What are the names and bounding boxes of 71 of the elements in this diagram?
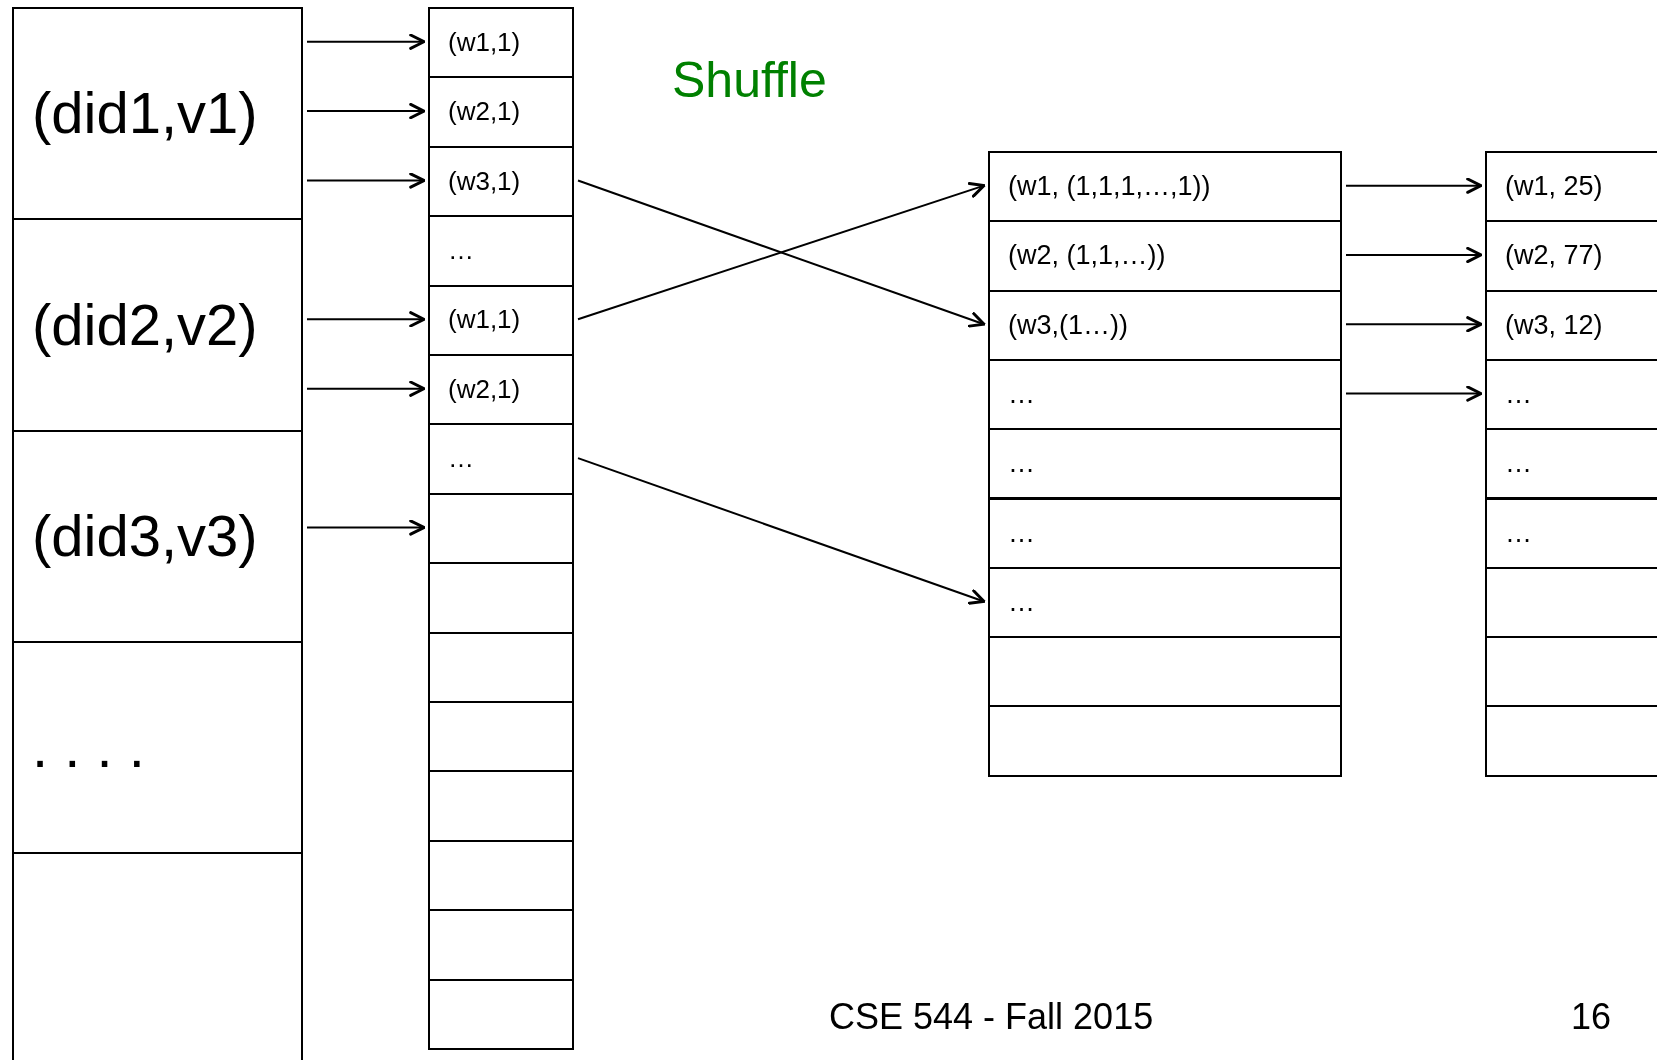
table-cell [988,151,1342,223]
table-cell [988,566,1342,639]
table-cell [428,423,574,495]
cell-text: (w1,1) [448,27,521,58]
footer-text: 16 [1571,996,1612,1038]
arrow [1345,246,1483,264]
cell-text: (w2,1) [448,374,521,405]
cell-text: (did2,v2) [32,291,258,359]
arrow [1345,177,1483,194]
table-cell [988,705,1342,777]
cell-text: … [1008,448,1035,480]
stage-title: Shuffle [672,52,827,110]
table-cell [12,218,303,432]
arrow [306,519,426,536]
table-cell [1485,428,1657,500]
cell-text: (w1, (1,1,1,…,1)) [1008,171,1211,203]
cell-text: … [448,444,474,475]
table-cell [12,852,303,1060]
cell-text: … [1008,586,1035,618]
cell-text: (w3,1) [448,166,521,197]
cell-text: . . . . [32,714,145,781]
cell-text: (did3,v3) [32,502,258,570]
cell-text: (did1,v1) [32,80,258,147]
cell-text: … [1008,379,1035,411]
table-cell [428,701,574,773]
arrow [306,172,426,189]
table-cell [428,770,574,842]
arrow [577,457,986,605]
table-cell [428,562,574,634]
table-cell [988,358,1342,431]
table-cell [1485,705,1657,777]
table-cell [428,978,574,1050]
table-cell [428,839,574,912]
table-cell [428,631,574,703]
table-cell [988,636,1342,708]
arrow [1345,316,1483,333]
table-cell [428,354,574,426]
cell-text: … [1505,517,1532,549]
cell-text: (w2, (1,1,…)) [1008,240,1166,272]
table-cell [428,76,574,148]
table-cell [1485,497,1657,569]
cell-text: … [1008,517,1035,549]
cell-text: … [448,235,474,266]
footer-text: CSE 544 - Fall 2015 [829,996,1154,1038]
table-cell [12,640,303,855]
cell-text: (w2,1) [448,97,521,128]
table-cell [1485,151,1657,223]
cell-text: (w3,(1…)) [1008,309,1128,341]
table-cell [428,145,574,218]
cell-text: (w1,1) [448,305,521,336]
arrow [306,380,426,397]
table-cell [988,220,1342,292]
cell-text: (w3, 12) [1505,309,1603,341]
arrow [306,102,426,120]
table-cell [428,284,574,356]
cell-text: (w1, 25) [1505,171,1603,203]
table-cell [12,7,303,221]
table-cell [988,497,1342,569]
arrow [1345,385,1483,402]
table-cell [988,428,1342,500]
arrow [306,311,426,328]
cell-text: … [1505,448,1532,480]
table-cell [428,492,574,565]
table-cell [428,215,574,287]
cell-text: … [1505,379,1532,411]
table-cell [12,429,303,643]
table-cell [428,909,574,981]
arrow [306,33,426,50]
table-cell [988,289,1342,361]
table-cell [428,7,574,79]
cell-text: (w2, 77) [1505,240,1603,272]
